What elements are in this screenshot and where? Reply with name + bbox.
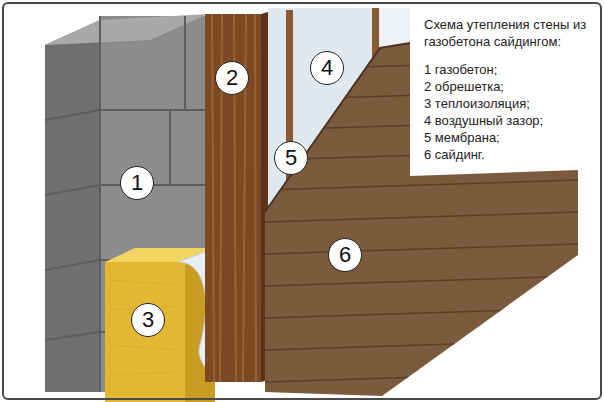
callout-number: 2 — [226, 67, 238, 89]
key-item: 3 теплоизоляция; — [424, 95, 600, 112]
callout-number: 5 — [285, 147, 297, 169]
callout-number: 3 — [142, 309, 154, 331]
key-item: 1 газобетон; — [424, 61, 600, 78]
callout-circle: 6 — [328, 238, 362, 272]
callout-circle: 1 — [120, 166, 154, 200]
callout-circle: 5 — [274, 141, 308, 175]
callout-number: 1 — [131, 172, 143, 194]
diagram-title: Схема утепления стены из газобетона сайд… — [424, 16, 600, 50]
key-item: 6 сайдинг. — [424, 146, 600, 163]
callout-number: 4 — [321, 57, 333, 79]
key-item: 5 мембрана; — [424, 129, 600, 146]
key-list: Схема утепления стены из газобетона сайд… — [424, 16, 600, 163]
callout-circle: 3 — [131, 303, 165, 337]
callout-number: 6 — [339, 244, 351, 266]
key-item: 2 обрешетка; — [424, 78, 600, 95]
callout-circle: 2 — [215, 61, 249, 95]
key-item: 4 воздушный зазор; — [424, 112, 600, 129]
callout-circle: 4 — [310, 51, 344, 85]
